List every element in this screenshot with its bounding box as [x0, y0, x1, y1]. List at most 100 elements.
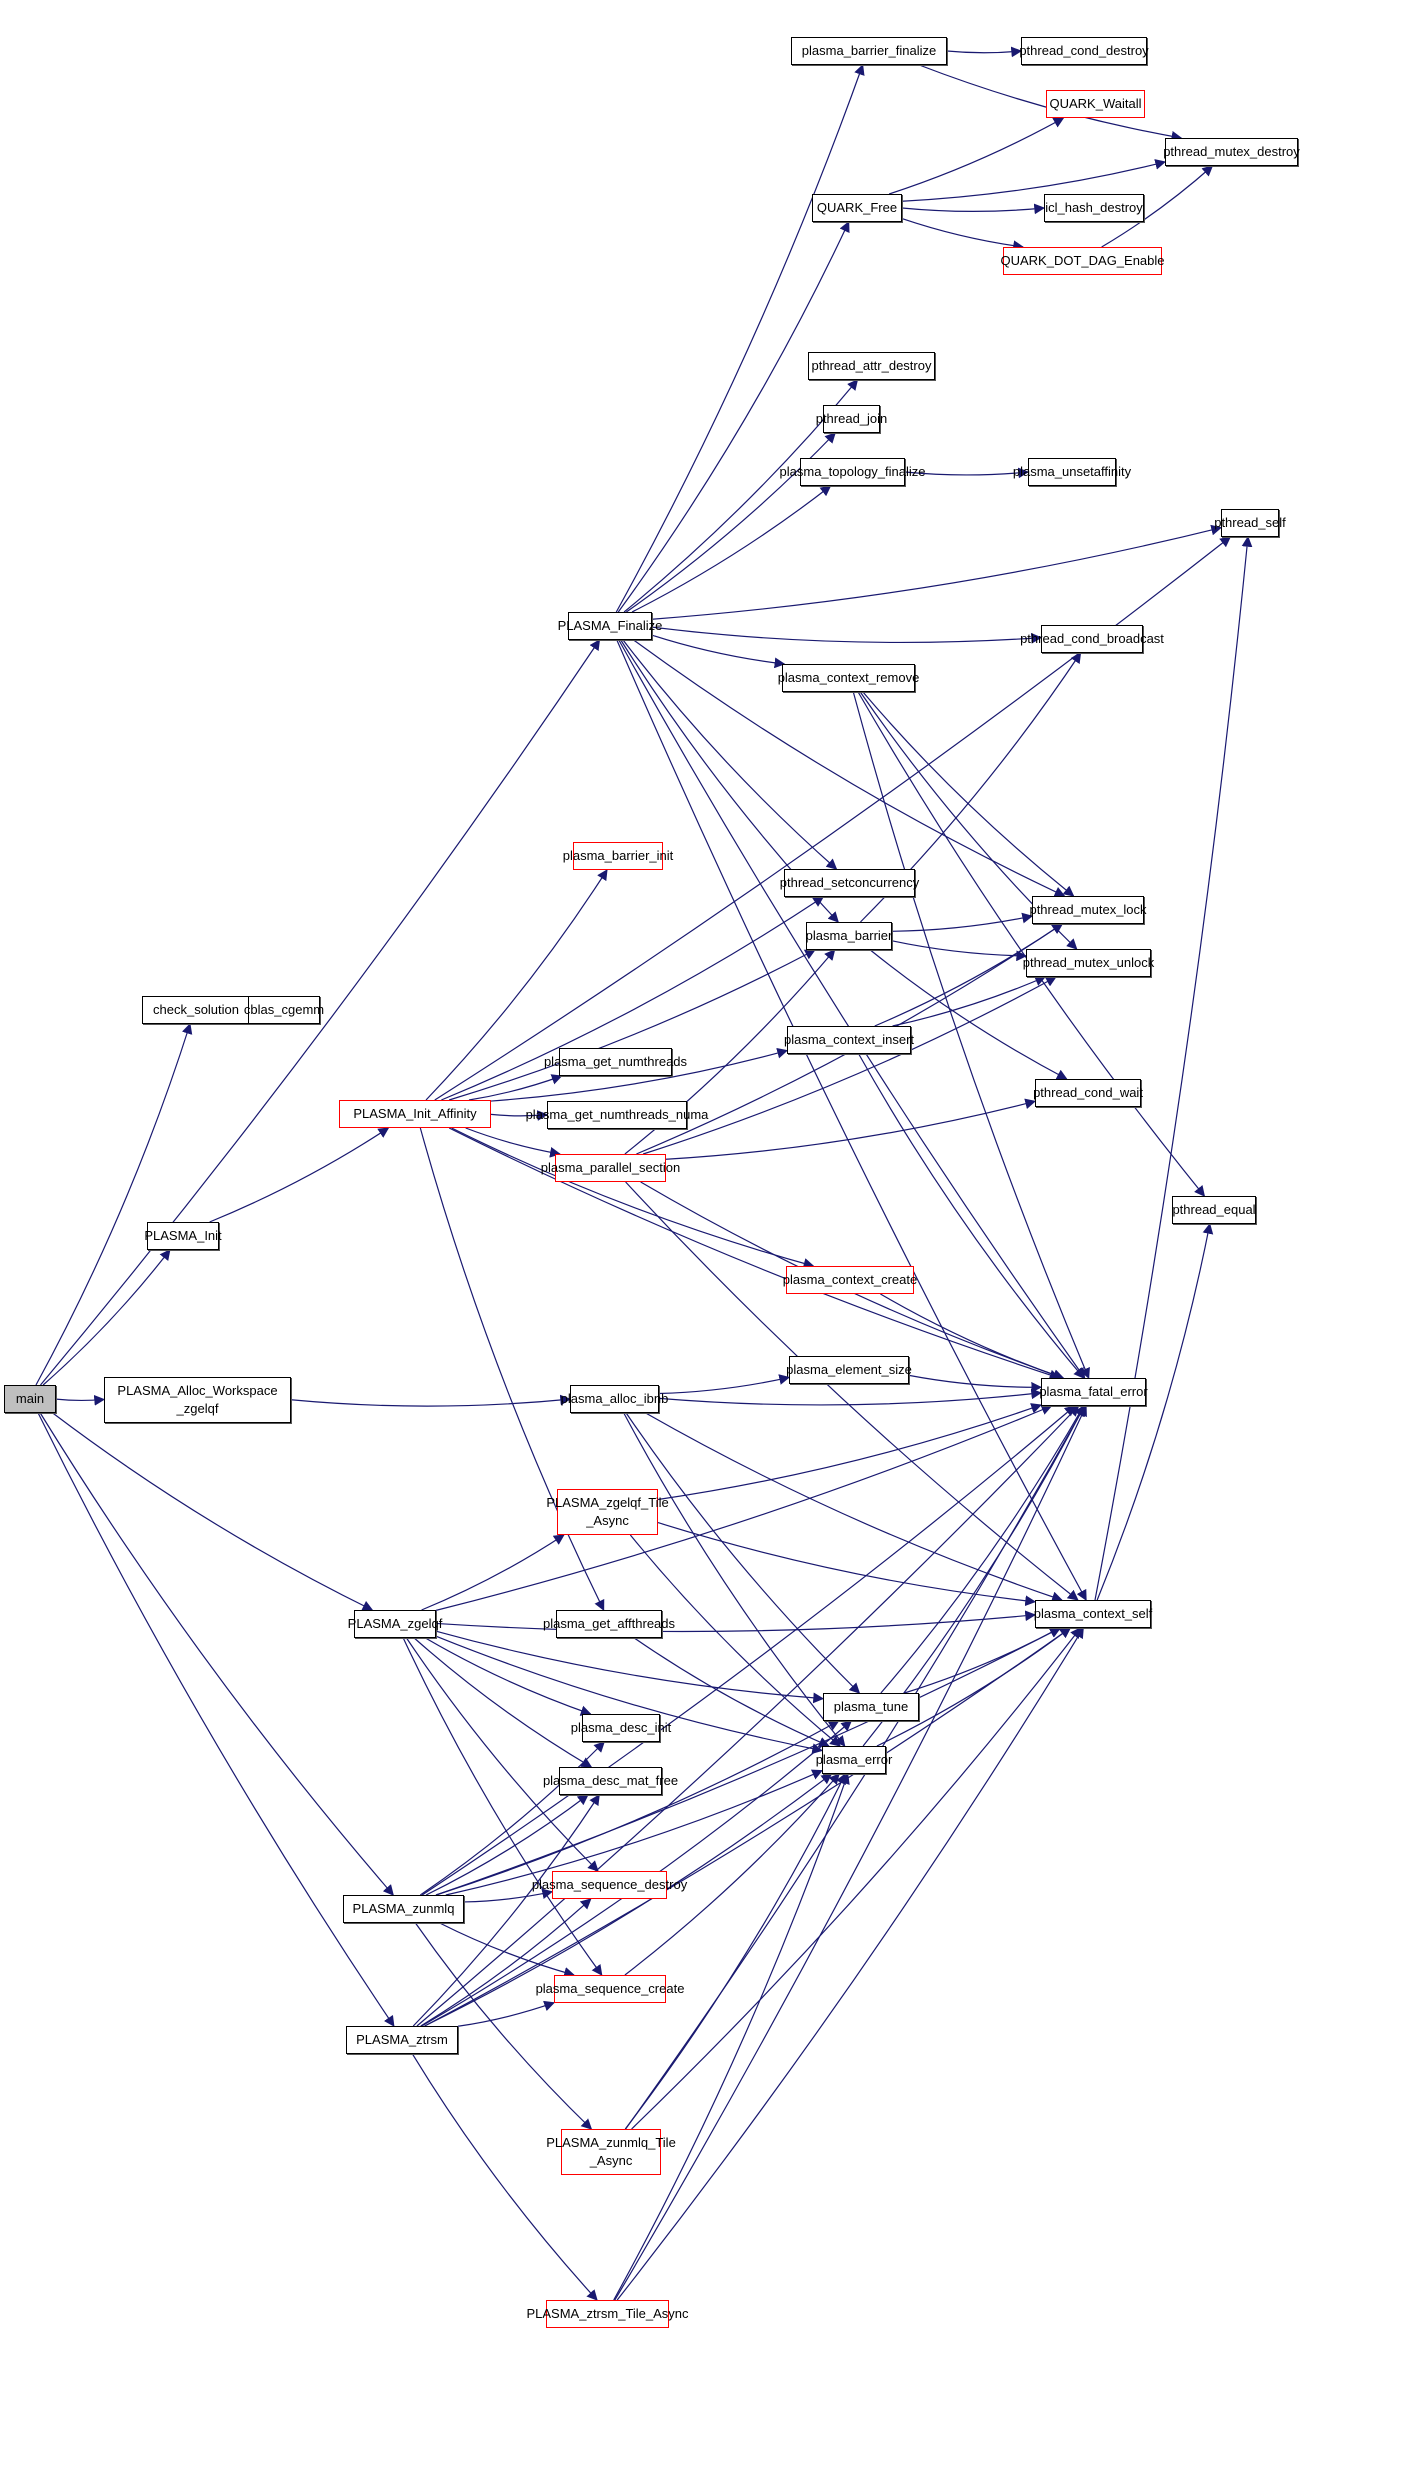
- edge-main-to-plasma-ztrsm: [37, 1412, 395, 2027]
- node-plasma-topology-finalize[interactable]: plasma_topology_finalize: [780, 458, 926, 486]
- node-plasma-barrier[interactable]: plasma_barrier: [806, 922, 892, 950]
- edge-plasma-context-remove-to-pthread-mutex-lock: [862, 691, 1075, 897]
- edge-plasma-sequence-create-to-plasma-error: [624, 1773, 840, 1976]
- node-main: main: [4, 1385, 56, 1413]
- node-plasma-context-remove[interactable]: plasma_context_remove: [778, 664, 919, 692]
- node-pthread-cond-broadcast[interactable]: pthread_cond_broadcast: [1020, 625, 1164, 653]
- edge-plasma-alloc-ibnb-to-plasma-fatal-error: [658, 1388, 1043, 1406]
- node-plasma-ztrsm[interactable]: PLASMA_ztrsm: [346, 2026, 458, 2054]
- node-plasma-ztrsm-tile-async[interactable]: PLASMA_ztrsm_Tile_Async: [526, 2300, 689, 2328]
- edge-plasma-alloc-ibnb-to-plasma-error: [623, 1412, 846, 1747]
- edge-plasma-zunmlq-to-plasma-tune: [435, 1720, 840, 1896]
- node-cblas-cgemm[interactable]: cblas_cgemm: [244, 996, 324, 1024]
- node-plasma-desc-init[interactable]: plasma_desc_init: [571, 1714, 671, 1742]
- edge-main-to-plasma-init: [42, 1249, 171, 1386]
- node-plasma-element-size[interactable]: plasma_element_size: [786, 1356, 912, 1384]
- edge-plasma-finalize-to-pthread-setconcurrency: [622, 639, 838, 870]
- edge-plasma-finalize-to-pthread-cond-broadcast: [651, 626, 1043, 644]
- edge-plasma-zunmlq-to-plasma-desc-init: [419, 1741, 605, 1896]
- node-plasma-context-create[interactable]: plasma_context_create: [783, 1266, 917, 1294]
- node-pthread-equal[interactable]: pthread_equal: [1172, 1196, 1256, 1224]
- edge-plasma-error-to-plasma-context-self: [876, 1627, 1071, 1747]
- edge-plasma-init-to-plasma-init-affinity: [209, 1127, 390, 1223]
- edge-plasma-zgelqf-to-plasma-error: [435, 1635, 824, 1754]
- node-pthread-mutex-unlock[interactable]: pthread_mutex_unlock: [1023, 949, 1154, 977]
- node-plasma-tune[interactable]: plasma_tune: [823, 1693, 919, 1721]
- edge-plasma-zunmlq-to-plasma-error: [445, 1769, 823, 1896]
- edge-plasma-ztrsm-to-plasma-context-self: [424, 1627, 1072, 2027]
- node-plasma-init-affinity[interactable]: PLASMA_Init_Affinity: [339, 1100, 491, 1128]
- edge-plasma-init-affinity-to-plasma-fatal-error: [448, 1127, 1061, 1381]
- edge-plasma-alloc-ibnb-to-plasma-context-self: [645, 1412, 1063, 1602]
- edge-plasma-init-affinity-to-plasma-get-numthreads-numa: [490, 1110, 549, 1121]
- node-pthread-cond-destroy[interactable]: pthread_cond_destroy: [1019, 37, 1149, 65]
- node-plasma-get-numthreads-numa[interactable]: plasma_get_numthreads_numa: [526, 1101, 708, 1129]
- node-plasma-alloc-workspace-zgelqf[interactable]: PLASMA_Alloc_Workspace _zgelqf: [104, 1377, 291, 1423]
- edge-plasma-init-affinity-to-plasma-get-numthreads: [468, 1074, 563, 1101]
- edge-plasma-finalize-to-plasma-context-self: [616, 639, 1087, 1601]
- edge-plasma-finalize-to-quark-free: [617, 221, 850, 613]
- node-plasma-barrier-finalize[interactable]: plasma_barrier_finalize: [791, 37, 947, 65]
- edge-quark-free-to-quark-dot-dag-enable: [901, 218, 1025, 252]
- node-plasma-zgelqf[interactable]: PLASMA_zgelqf: [348, 1610, 442, 1638]
- edge-plasma-finalize-to-plasma-context-remove: [651, 634, 786, 669]
- node-quark-free[interactable]: QUARK_Free: [812, 194, 902, 222]
- edge-plasma-alloc-ibnb-to-plasma-element-size: [658, 1374, 791, 1395]
- node-plasma-fatal-error[interactable]: plasma_fatal_error: [1039, 1378, 1148, 1406]
- edge-plasma-init-affinity-to-plasma-parallel-section: [465, 1127, 561, 1158]
- node-pthread-mutex-lock[interactable]: pthread_mutex_lock: [1029, 896, 1147, 924]
- edge-quark-dot-dag-enable-to-pthread-mutex-destroy: [1101, 165, 1214, 248]
- edge-plasma-init-affinity-to-plasma-context-create: [451, 1127, 815, 1269]
- edge-plasma-context-remove-to-plasma-fatal-error: [852, 691, 1090, 1379]
- edge-plasma-zgelqf-to-plasma-context-self: [435, 1610, 1037, 1633]
- node-plasma-context-self[interactable]: plasma_context_self: [1034, 1600, 1152, 1628]
- edge-plasma-ztrsm-to-plasma-ztrsm-tile-async: [411, 2053, 598, 2301]
- node-plasma-unsetaffinity[interactable]: plasma_unsetaffinity: [1013, 458, 1131, 486]
- edge-plasma-init-affinity-to-plasma-get-affthreads: [419, 1127, 605, 1611]
- node-plasma-get-affthreads[interactable]: plasma_get_affthreads: [543, 1610, 675, 1638]
- edge-plasma-finalize-to-pthread-self: [651, 524, 1223, 620]
- node-pthread-setconcurrency[interactable]: pthread_setconcurrency: [780, 869, 919, 897]
- node-plasma-sequence-create[interactable]: plasma_sequence_create: [536, 1975, 684, 2003]
- edge-plasma-zgelqf-tile-async-to-plasma-context-self: [657, 1522, 1037, 1607]
- node-plasma-finalize[interactable]: PLASMA_Finalize: [558, 612, 662, 640]
- edge-plasma-finalize-to-pthread-mutex-lock: [633, 639, 1066, 897]
- node-pthread-cond-wait[interactable]: pthread_cond_wait: [1033, 1079, 1143, 1107]
- edge-plasma-parallel-section-to-plasma-barrier: [624, 949, 836, 1155]
- node-pthread-join[interactable]: pthread_join: [816, 405, 887, 433]
- edge-plasma-init-affinity-to-plasma-context-insert: [490, 1047, 789, 1102]
- edge-plasma-context-insert-to-plasma-fatal-error: [858, 1053, 1085, 1379]
- node-pthread-mutex-destroy[interactable]: pthread_mutex_destroy: [1163, 138, 1300, 166]
- node-plasma-parallel-section[interactable]: plasma_parallel_section: [541, 1154, 680, 1182]
- edge-plasma-init-affinity-to-pthread-self: [434, 536, 1232, 1101]
- node-quark-waitall[interactable]: QUARK_Waitall: [1046, 90, 1145, 118]
- node-check-solution[interactable]: check_solution: [142, 996, 250, 1024]
- node-plasma-desc-mat-free[interactable]: plasma_desc_mat_free: [543, 1767, 678, 1795]
- edge-plasma-context-insert-to-pthread-mutex-unlock: [892, 975, 1046, 1027]
- edge-plasma-finalize-to-plasma-barrier-finalize: [615, 63, 865, 613]
- node-plasma-get-numthreads[interactable]: plasma_get_numthreads: [544, 1048, 687, 1076]
- edge-plasma-zunmlq-tile-async-to-plasma-error: [624, 1773, 846, 2130]
- node-plasma-barrier-init[interactable]: plasma_barrier_init: [563, 842, 673, 870]
- node-plasma-error[interactable]: plasma_error: [816, 1746, 892, 1774]
- edge-plasma-ztrsm-to-plasma-sequence-destroy: [420, 1898, 592, 2027]
- node-plasma-sequence-destroy[interactable]: plasma_sequence_destroy: [532, 1871, 687, 1899]
- node-plasma-zgelqf-tile-async[interactable]: PLASMA_zgelqf_Tile _Async: [546, 1489, 669, 1535]
- edge-plasma-barrier-to-pthread-cond-wait: [869, 949, 1068, 1080]
- edge-plasma-context-self-to-pthread-self: [1094, 535, 1253, 1601]
- edge-plasma-tune-to-plasma-fatal-error: [880, 1405, 1085, 1694]
- edge-plasma-zunmlq-to-plasma-sequence-create: [439, 1922, 575, 1978]
- node-pthread-self[interactable]: pthread_self: [1214, 509, 1286, 537]
- node-plasma-alloc-ibnb[interactable]: plasma_alloc_ibnb: [561, 1385, 668, 1413]
- edge-plasma-context-create-to-plasma-fatal-error: [880, 1293, 1065, 1380]
- node-plasma-init[interactable]: PLASMA_Init: [144, 1222, 222, 1250]
- node-icl-hash-destroy[interactable]: icl_hash_destroy: [1044, 194, 1144, 222]
- node-pthread-attr-destroy[interactable]: pthread_attr_destroy: [808, 352, 935, 380]
- node-quark-dot-dag-enable[interactable]: QUARK_DOT_DAG_Enable: [1001, 247, 1165, 275]
- node-plasma-zunmlq[interactable]: PLASMA_zunmlq: [343, 1895, 464, 1923]
- node-plasma-zunmlq-tile-async[interactable]: PLASMA_zunmlq_Tile _Async: [546, 2129, 676, 2175]
- node-plasma-context-insert[interactable]: plasma_context_insert: [784, 1026, 914, 1054]
- edge-plasma-parallel-section-to-pthread-cond-wait: [665, 1098, 1037, 1160]
- edge-plasma-get-affthreads-to-plasma-error: [633, 1637, 830, 1748]
- edge-plasma-zunmlq-to-plasma-zunmlq-tile-async: [414, 1922, 593, 2130]
